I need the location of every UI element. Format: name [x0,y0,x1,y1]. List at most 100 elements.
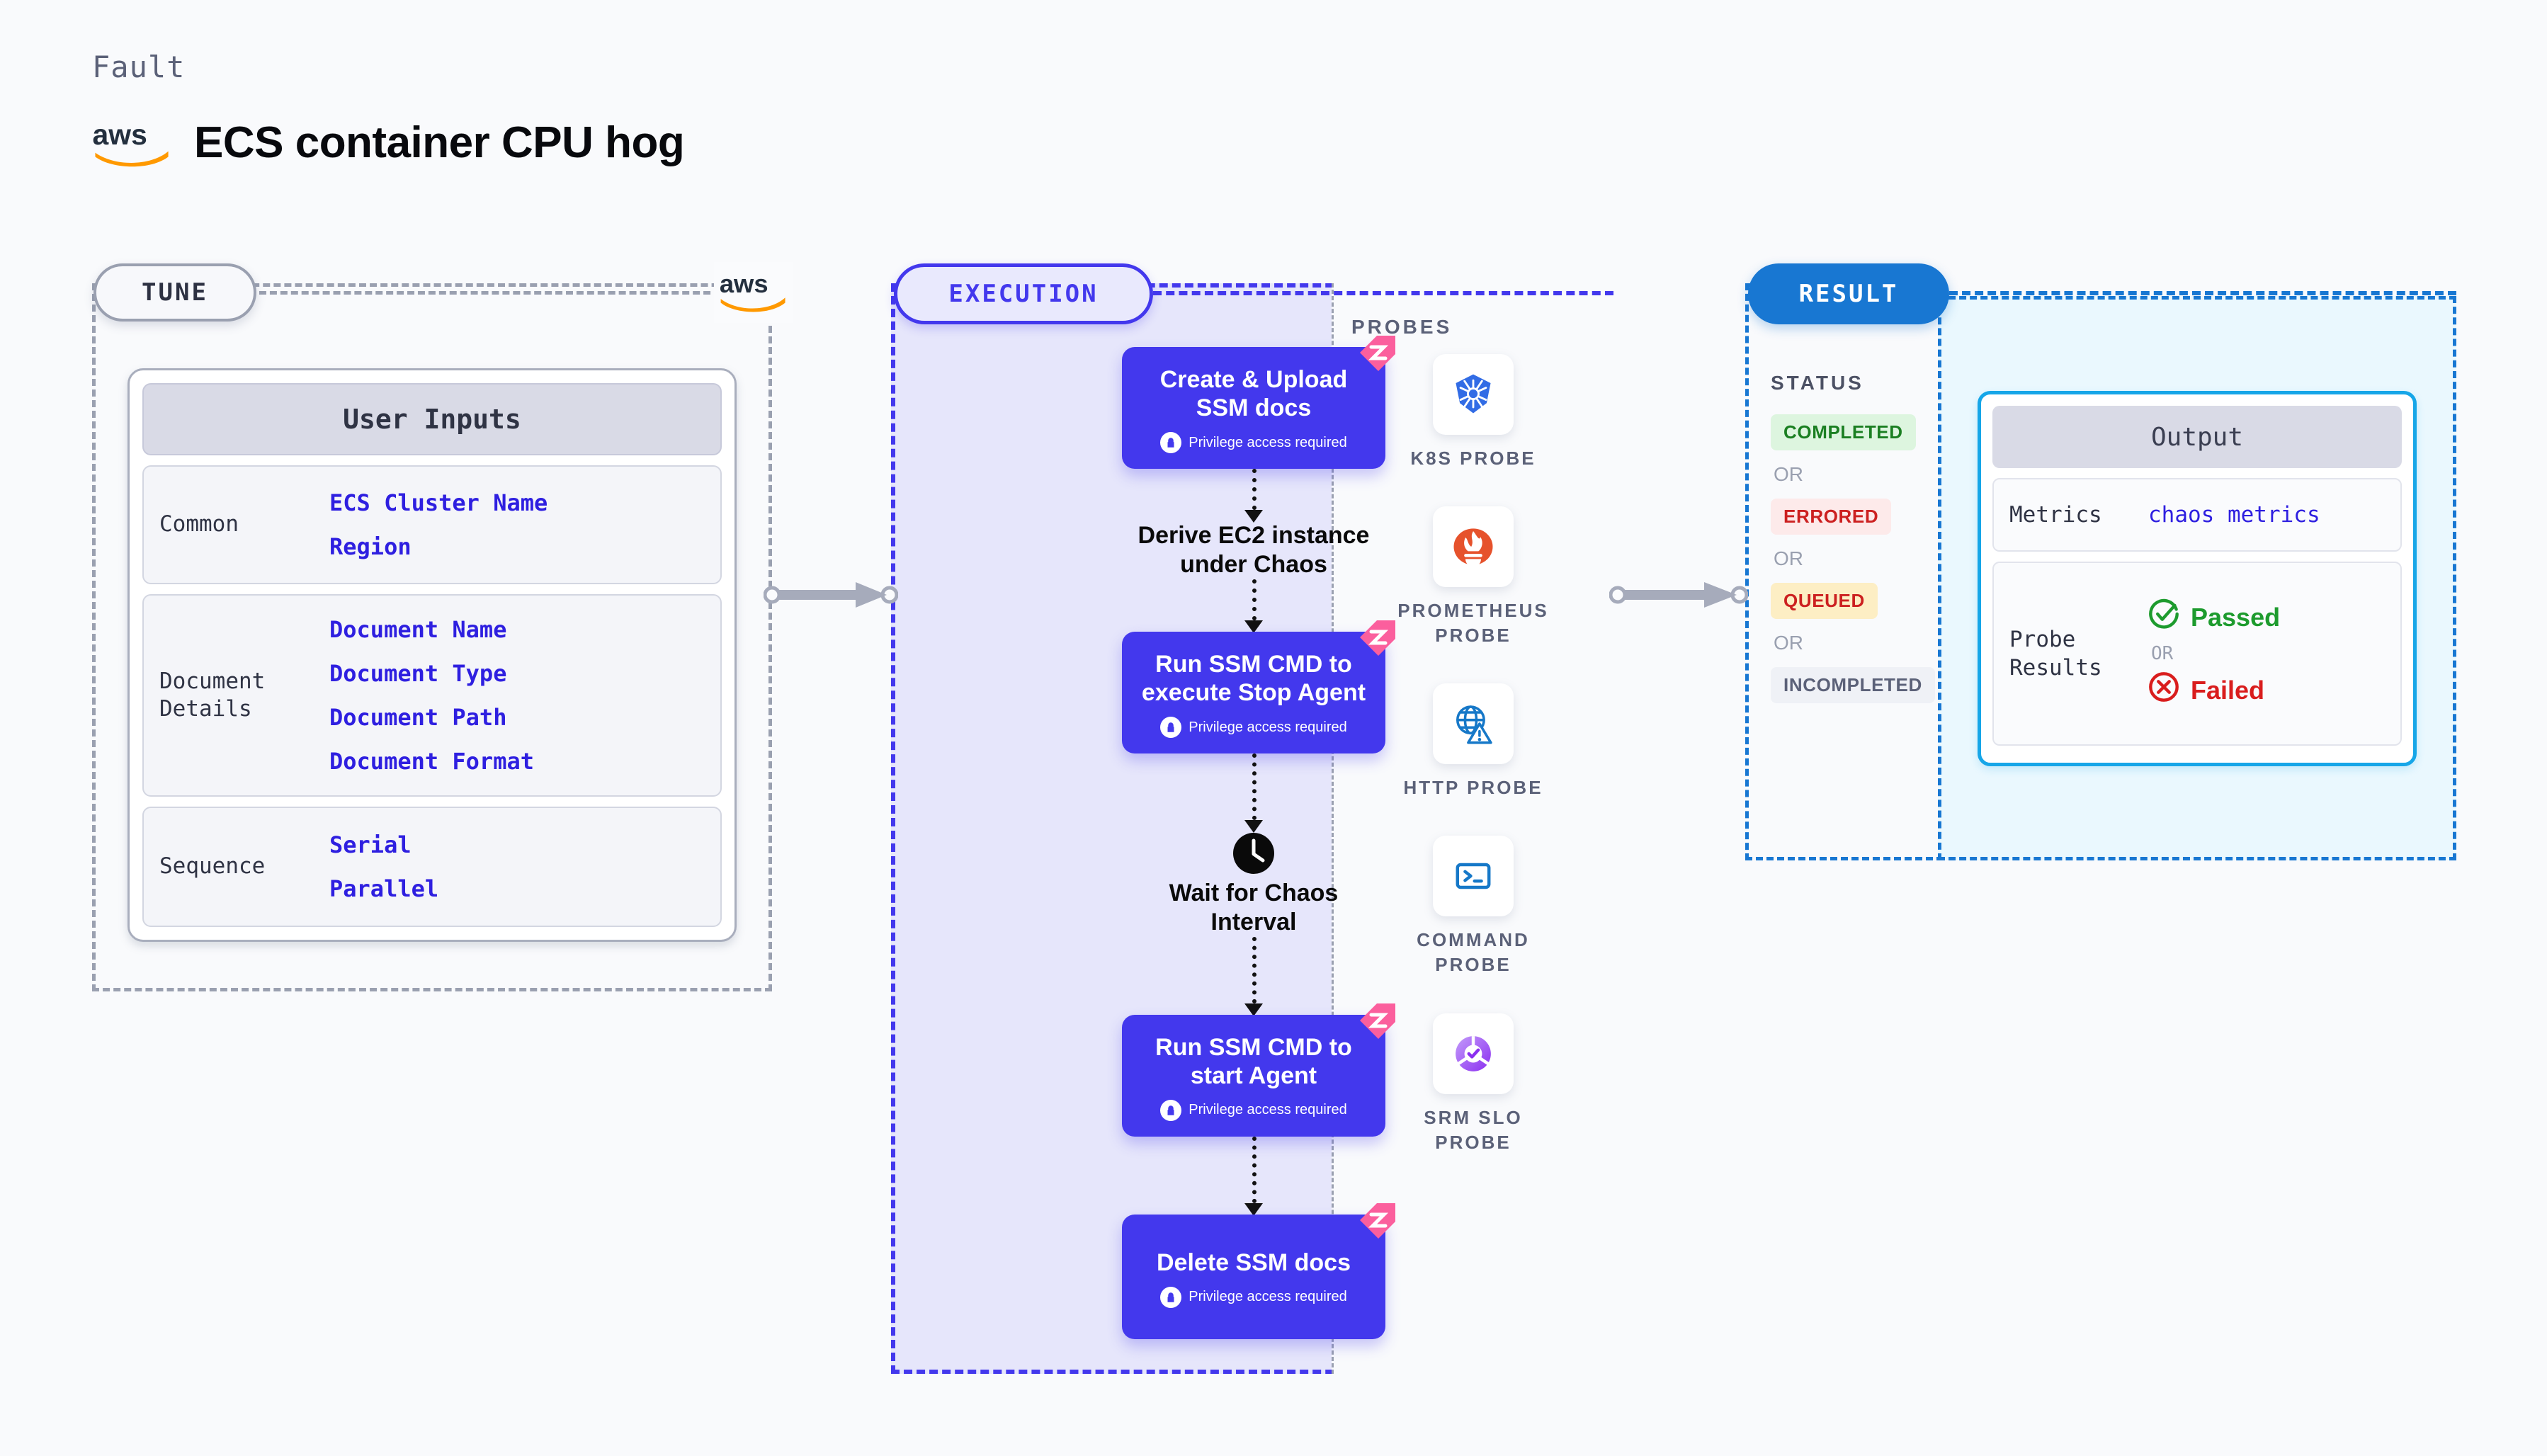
status-badge-completed: COMPLETED [1771,414,1916,450]
input-value[interactable]: Document Name [329,616,507,644]
result-header-line [1949,291,2456,295]
harness-ribbon-icon [1356,331,1400,375]
execution-to-result-arrow [1609,581,1749,609]
output-title: Output [1992,406,2402,468]
probe-item-k8s[interactable]: K8S PROBE [1410,354,1536,471]
execution-flow: Create & Upload SSM docs Privilege acces… [935,336,1572,1339]
flow-node-delete-ssm-docs[interactable]: Delete SSM docs Privilege access require… [1122,1202,1395,1339]
privilege-note: Privilege access required [1135,1286,1373,1308]
probe-result-label: Failed [2191,675,2265,705]
flow-node-wait-for-chaos-interval: Wait for Chaos Interval [1169,831,1339,937]
probes-section-label: PROBES [1351,316,1453,338]
status-or-label: OR [1774,463,1803,485]
probe-item-command[interactable]: COMMAND PROBE [1388,836,1558,977]
probe-item-http[interactable]: HTTP PROBE [1403,683,1543,800]
execution-header-line [1153,291,1613,295]
flow-node-create-upload-ssm-docs[interactable]: Create & Upload SSM docs Privilege acces… [1122,336,1395,470]
result-pill[interactable]: RESULT [1748,263,1949,324]
tune-pill[interactable]: TUNE [93,263,256,322]
probe-label: HTTP PROBE [1403,777,1543,799]
aws-logo-icon: aws [91,117,174,168]
flow-node-title: Derive EC2 instance under Chaos [1138,522,1370,579]
input-value[interactable]: ECS Cluster Name [329,489,548,517]
input-value[interactable]: Document Type [329,660,507,688]
user-inputs-card: User Inputs Common ECS Cluster Name Regi… [127,368,737,942]
output-row-key: Metrics [2009,501,2102,528]
input-value[interactable]: Serial [329,831,412,859]
harness-ribbon-icon [1356,999,1400,1043]
user-inputs-title: User Inputs [142,383,722,456]
input-group-label: Common [159,511,239,538]
page-kicker: Fault [92,50,186,84]
status-list: COMPLETED OR ERRORED OR QUEUED OR INCOMP… [1771,414,1935,703]
status-badge-incompleted: INCOMPLETED [1771,667,1935,703]
probe-result-or-label: OR [2151,643,2174,664]
probe-item-srm-slo[interactable]: SRM SLO PROBE [1388,1013,1558,1155]
input-group-document-details: Document Details Document Name Document … [142,594,722,797]
output-row-metrics: Metrics chaos metrics [1992,478,2402,552]
lock-icon [1160,1286,1182,1308]
flow-node-title: Run SSM CMD to start Agent [1155,1033,1352,1089]
flow-node-title: Delete SSM docs [1157,1249,1351,1276]
flow-node-title: Wait for Chaos Interval [1169,880,1339,935]
privilege-note: Privilege access required [1135,432,1373,454]
harness-ribbon-icon [1356,1199,1400,1243]
terminal-icon [1433,836,1514,917]
status-badge-errored: ERRORED [1771,499,1892,535]
probe-result-passed: Passed [2148,598,2280,636]
input-group-sequence: Sequence Serial Parallel [142,807,722,927]
tune-panel [92,283,772,991]
privilege-note: Privilege access required [1135,717,1373,739]
prometheus-icon [1433,506,1514,588]
harness-ribbon-icon [1356,616,1400,660]
srm-slo-icon [1433,1013,1514,1094]
tune-header-line [259,291,721,295]
flow-node-title: Run SSM CMD to execute Stop Agent [1141,650,1366,706]
probe-label: COMMAND PROBE [1417,929,1530,976]
input-value[interactable]: Document Path [329,704,507,732]
input-value[interactable]: Parallel [329,875,439,903]
tune-to-execution-arrow [763,581,899,609]
flow-connector [1244,1136,1263,1216]
svg-text:aws: aws [93,118,147,151]
status-badge-queued: QUEUED [1771,583,1878,619]
page-title-row: aws ECS container CPU hog [91,117,685,168]
flow-node-derive-ec2-instance: Derive EC2 instance under Chaos [1138,521,1370,579]
input-value[interactable]: Region [329,533,412,561]
privilege-label: Privilege access required [1189,1289,1347,1305]
status-section-label: STATUS [1771,372,1864,394]
x-circle-icon [2148,671,2179,709]
flow-connector [1244,579,1263,633]
aws-mini-logo-icon: aws [714,262,793,323]
output-row-value[interactable]: chaos metrics [2148,502,2320,528]
execution-pill[interactable]: EXECUTION [894,263,1153,324]
page-title: ECS container CPU hog [194,118,685,167]
flow-node-run-ssm-cmd-stop-agent[interactable]: Run SSM CMD to execute Stop Agent Privil… [1122,620,1395,754]
output-row-key: Probe Results [2009,626,2102,681]
privilege-label: Privilege access required [1189,719,1347,735]
probe-result-failed: Failed [2148,671,2280,709]
kubernetes-icon [1432,354,1514,435]
output-card: Output Metrics chaos metrics Probe Resul… [1978,391,2417,766]
privilege-label: Privilege access required [1189,1102,1347,1118]
privilege-note: Privilege access required [1135,1099,1373,1121]
privilege-label: Privilege access required [1189,434,1347,450]
output-row-probe-results: Probe Results Passed OR [1992,562,2402,746]
input-group-label: Document Details [159,668,266,722]
lock-icon [1160,717,1182,739]
flow-connector [1244,469,1263,523]
input-group-label: Sequence [159,853,266,880]
flow-connector [1244,936,1263,1016]
lock-icon [1160,1099,1182,1121]
clock-icon [1232,833,1276,878]
probe-label: PROMETHEUS PROBE [1397,600,1549,647]
status-or-label: OR [1774,632,1803,654]
check-circle-icon [2148,598,2179,636]
http-globe-warning-icon [1432,683,1514,765]
flow-connector [1244,753,1263,834]
probe-label: SRM SLO PROBE [1424,1106,1523,1153]
flow-node-run-ssm-cmd-start-agent[interactable]: Run SSM CMD to start Agent Privilege acc… [1122,1003,1395,1137]
probe-item-prometheus[interactable]: PROMETHEUS PROBE [1388,506,1558,648]
input-value[interactable]: Document Format [329,748,534,775]
status-or-label: OR [1774,547,1803,569]
